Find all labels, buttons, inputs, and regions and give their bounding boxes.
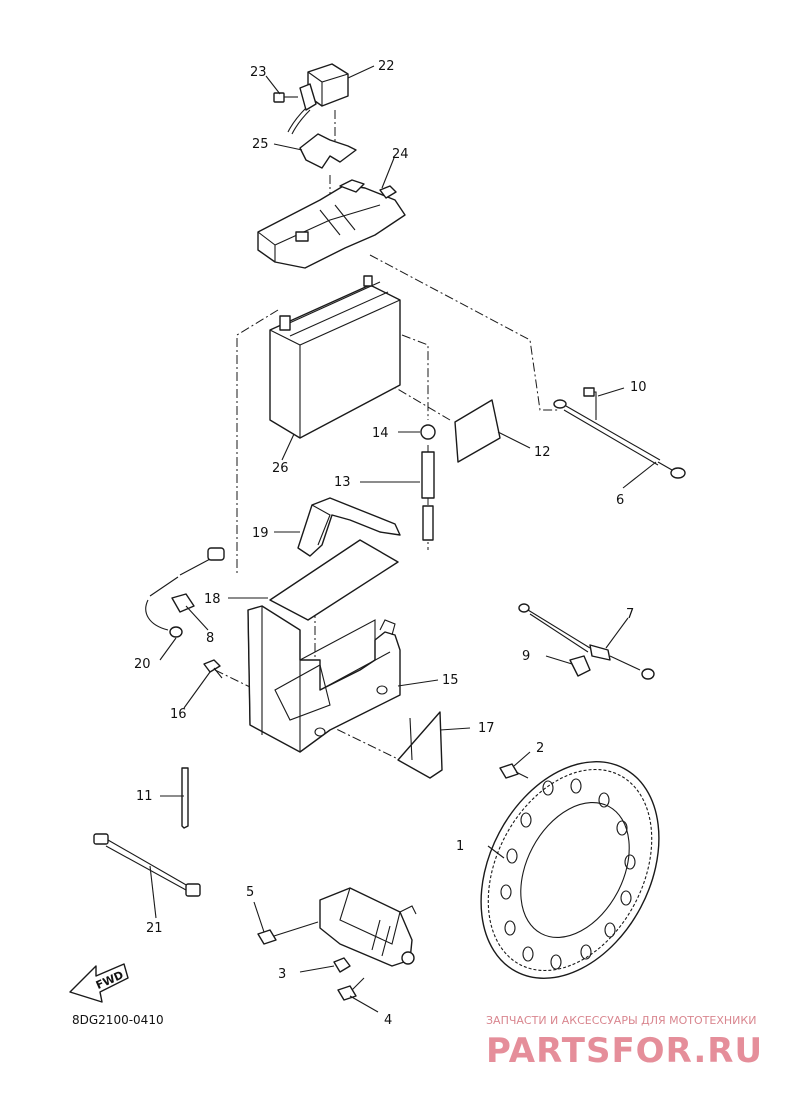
bolt-2 bbox=[499, 763, 529, 779]
hose-13 bbox=[421, 451, 435, 541]
watermark-brand: PARTSFOR.RU bbox=[486, 1031, 763, 1071]
callout-21: 21 bbox=[146, 921, 163, 936]
callout-15: 15 bbox=[442, 673, 459, 688]
label-12 bbox=[454, 399, 501, 463]
cap-9 bbox=[569, 655, 591, 677]
cap-8 bbox=[171, 593, 195, 613]
callout-18: 18 bbox=[204, 592, 221, 607]
sprocket-1 bbox=[480, 761, 660, 979]
diagram-code: 8DG2100-0410 bbox=[72, 1013, 164, 1027]
callout-14: 14 bbox=[372, 426, 389, 441]
callout-9: 9 bbox=[522, 649, 530, 664]
lead-20 bbox=[145, 547, 225, 638]
callout-17: 17 bbox=[478, 721, 495, 736]
band-19 bbox=[297, 497, 401, 557]
bolt-5 bbox=[257, 921, 319, 945]
callout-22: 22 bbox=[378, 59, 395, 74]
battery-26 bbox=[269, 275, 401, 439]
bracket-25 bbox=[299, 133, 357, 169]
callout-1: 1 bbox=[456, 839, 464, 854]
callout-3: 3 bbox=[278, 967, 286, 982]
callout-10: 10 bbox=[630, 380, 647, 395]
battery-cover-24 bbox=[257, 179, 406, 269]
band-11 bbox=[181, 767, 189, 829]
grommet-14 bbox=[420, 424, 436, 440]
callout-16: 16 bbox=[170, 707, 187, 722]
callout-2: 2 bbox=[536, 741, 544, 756]
callout-26: 26 bbox=[272, 461, 289, 476]
plate-17 bbox=[397, 711, 443, 779]
nut-3 bbox=[333, 957, 351, 973]
battery-box-15 bbox=[247, 605, 401, 753]
callout-7: 7 bbox=[626, 607, 634, 622]
relay-22 bbox=[287, 63, 349, 135]
callout-5: 5 bbox=[246, 885, 254, 900]
starter-motor bbox=[319, 887, 417, 967]
lead-7 bbox=[518, 603, 655, 680]
bolt-23 bbox=[273, 92, 298, 103]
bolt-16 bbox=[203, 659, 223, 679]
lead-6 bbox=[553, 399, 686, 479]
callout-19: 19 bbox=[252, 526, 269, 541]
callout-labels: 1 2 3 4 5 6 7 8 9 10 11 12 13 14 15 16 1… bbox=[134, 59, 647, 1028]
callout-24: 24 bbox=[392, 147, 409, 162]
callout-13: 13 bbox=[334, 475, 351, 490]
mat-18 bbox=[269, 539, 399, 621]
callout-23: 23 bbox=[250, 65, 267, 80]
callout-25: 25 bbox=[252, 137, 269, 152]
watermark-tagline: ЗАПЧАСТИ И АКСЕССУАРЫ ДЛЯ МОТОТЕХНИКИ bbox=[486, 1014, 756, 1027]
watermark: ЗАПЧАСТИ И АКСЕССУАРЫ ДЛЯ МОТОТЕХНИКИ PA… bbox=[486, 1014, 763, 1071]
leader-lines bbox=[149, 65, 657, 1013]
callout-20: 20 bbox=[134, 657, 151, 672]
clip-10 bbox=[583, 387, 597, 420]
fwd-arrow-icon: FWD bbox=[69, 963, 129, 1003]
callout-12: 12 bbox=[534, 445, 551, 460]
callout-4: 4 bbox=[384, 1013, 392, 1028]
callout-11: 11 bbox=[136, 789, 153, 804]
callout-6: 6 bbox=[616, 493, 624, 508]
lead-21 bbox=[93, 833, 201, 897]
callout-8: 8 bbox=[206, 631, 214, 646]
